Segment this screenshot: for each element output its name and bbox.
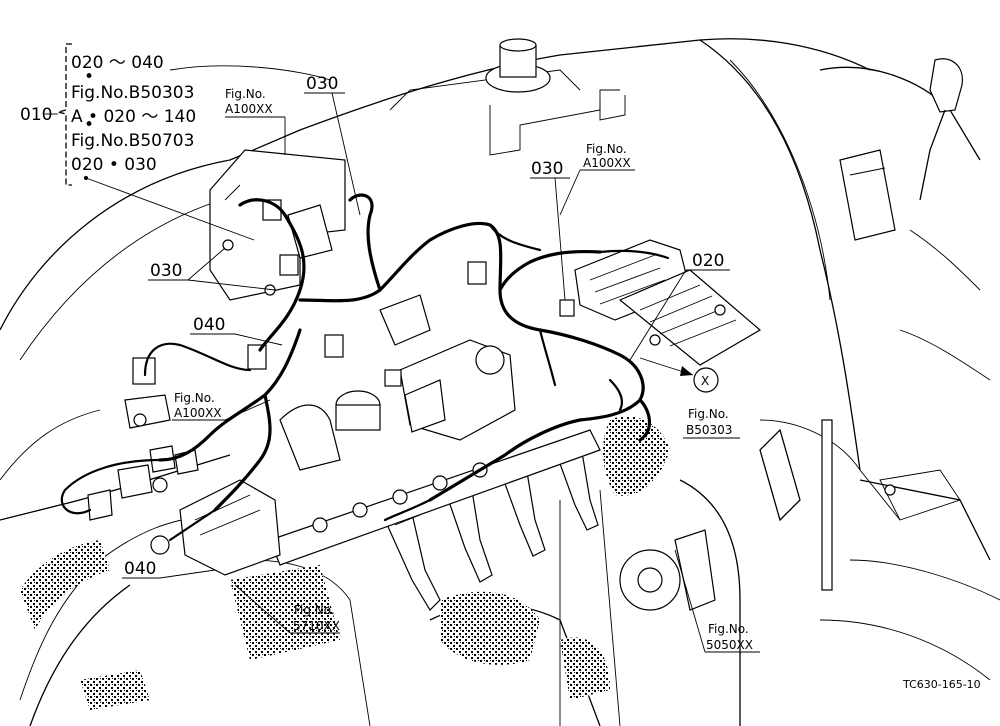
leader-lines	[44, 43, 760, 653]
callout-010-group: 010 020 ～ 040 • Fig.No.B50303 A • 020 ～ …	[20, 53, 196, 175]
mounting-bracket	[209, 149, 346, 301]
part-030-top: 030	[306, 74, 338, 94]
ref-a100xx-right-line2: A100XX	[583, 156, 631, 170]
right-rod	[759, 419, 961, 591]
ref-5050xx-line2: 5050XX	[706, 638, 753, 652]
ref-a100xx-top-line1: Fig.No.	[225, 87, 266, 101]
callout-010-line-6: Fig.No.B50703	[71, 131, 194, 151]
x-marker: X	[693, 367, 719, 393]
x-marker-label: X	[701, 374, 709, 388]
left-connectors	[87, 199, 575, 521]
ref-a100xx-left-line1: Fig.No.	[174, 391, 215, 405]
part-numbers: 030 030 030 020 040 040	[124, 74, 724, 579]
callout-010-line-2: •	[84, 67, 94, 87]
shift-lever	[839, 58, 963, 241]
part-020: 020	[692, 251, 724, 271]
textured-surfaces	[20, 416, 670, 710]
x-marker-circle	[693, 367, 719, 393]
part-040-mid: 040	[193, 315, 225, 335]
ref-5710xx-line1: Fig.No.	[294, 603, 335, 617]
part-030-right: 030	[531, 159, 563, 179]
ref-b50303-line1: Fig.No.	[688, 407, 729, 421]
figure-references: Fig.No. A100XX Fig.No. A100XX Fig.No. A1…	[174, 87, 753, 652]
callout-010-line-5: •	[84, 115, 94, 135]
alternator	[619, 529, 716, 611]
callout-010-line-3: Fig.No.B50303	[71, 83, 194, 103]
ref-5050xx-line1: Fig.No.	[708, 622, 749, 636]
part-040-bottom: 040	[124, 559, 156, 579]
intake-parts	[279, 390, 381, 471]
wiring-harness	[60, 193, 670, 542]
supply-pump	[150, 479, 281, 576]
callout-010-line-1: 020 ～ 040	[71, 53, 164, 73]
callout-010-line-7: 020 • 030	[71, 155, 157, 175]
callout-010-number: 010	[20, 105, 52, 125]
ref-a100xx-top-line2: A100XX	[225, 102, 273, 116]
ref-5710xx-line2: 5710XX	[293, 619, 340, 633]
filler-cap	[485, 38, 551, 93]
drawing-code: TC630-165-10	[902, 678, 981, 691]
part-030-left: 030	[150, 261, 182, 281]
egr-unit	[379, 294, 516, 441]
ref-a100xx-right-line1: Fig.No.	[586, 142, 627, 156]
ecu-module	[574, 239, 762, 366]
callout-010-line-4: A • 020 ～ 140	[71, 107, 196, 127]
ref-b50303-line2: B50303	[686, 423, 732, 437]
ref-a100xx-left-line2: A100XX	[174, 406, 222, 420]
